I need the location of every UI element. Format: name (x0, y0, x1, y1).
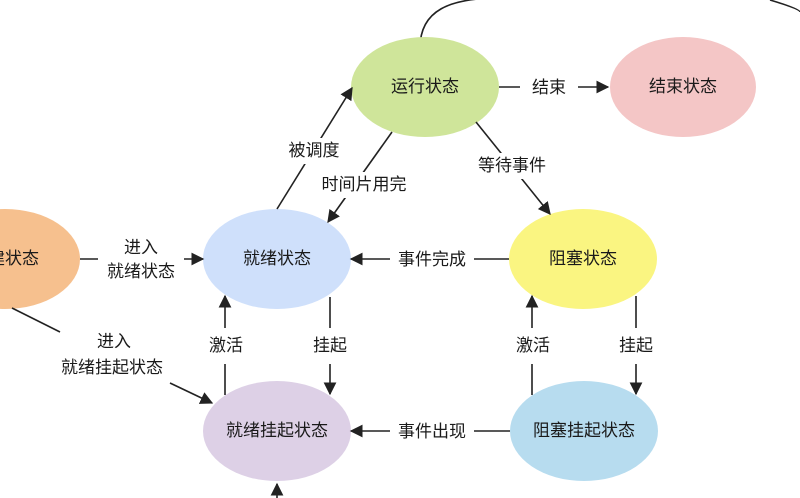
node-blocked-suspended (510, 381, 658, 481)
node-running-label: 运行状态 (391, 77, 459, 97)
node-ready-suspended (203, 381, 351, 481)
edge-timeslice-label: 时间片用完 (322, 175, 407, 195)
edge-enter-ready-label-2: 就绪状态 (107, 262, 175, 282)
node-blocked-label: 阻塞状态 (549, 249, 617, 269)
edge-event-done-label: 事件完成 (398, 250, 466, 270)
top-curve-line (419, 0, 800, 49)
node-running (351, 37, 499, 137)
node-ready-label: 就绪状态 (243, 249, 311, 269)
edge-suspend-right-label: 挂起 (619, 336, 653, 356)
edge-activate-left-label: 激活 (209, 336, 243, 356)
edge-enter-rs-line-a (11, 307, 61, 333)
node-terminated-label: 结束状态 (649, 77, 717, 97)
edge-enter-ready-label-1: 进入 (124, 238, 158, 258)
edge-end-label: 结束 (532, 78, 566, 98)
node-blocked-suspended-label: 阻塞挂起状态 (533, 421, 635, 441)
edge-enter-rs-line-b (169, 382, 214, 404)
edge-enter-rs-label-1: 进入 (97, 332, 131, 352)
node-new (0, 209, 80, 309)
edge-enter-rs-label-2: 就绪挂起状态 (61, 358, 163, 378)
edge-timeslice-label-bg (314, 172, 414, 198)
edge-dispatch-label-bg (281, 138, 347, 164)
edge-suspend-left-label: 挂起 (313, 336, 347, 356)
node-blocked (509, 209, 657, 309)
edge-dispatch-label: 被调度 (289, 141, 340, 161)
edge-event-appear-label: 事件出现 (398, 422, 466, 442)
edge-wait-label-bg (470, 153, 554, 179)
node-new-label: 创建状态 (0, 249, 39, 269)
edge-wait-label: 等待事件 (478, 156, 546, 176)
node-terminated (610, 37, 756, 137)
node-ready-suspended-label: 就绪挂起状态 (226, 421, 328, 441)
node-ready (203, 209, 351, 309)
edge-activate-right-label: 激活 (516, 336, 550, 356)
